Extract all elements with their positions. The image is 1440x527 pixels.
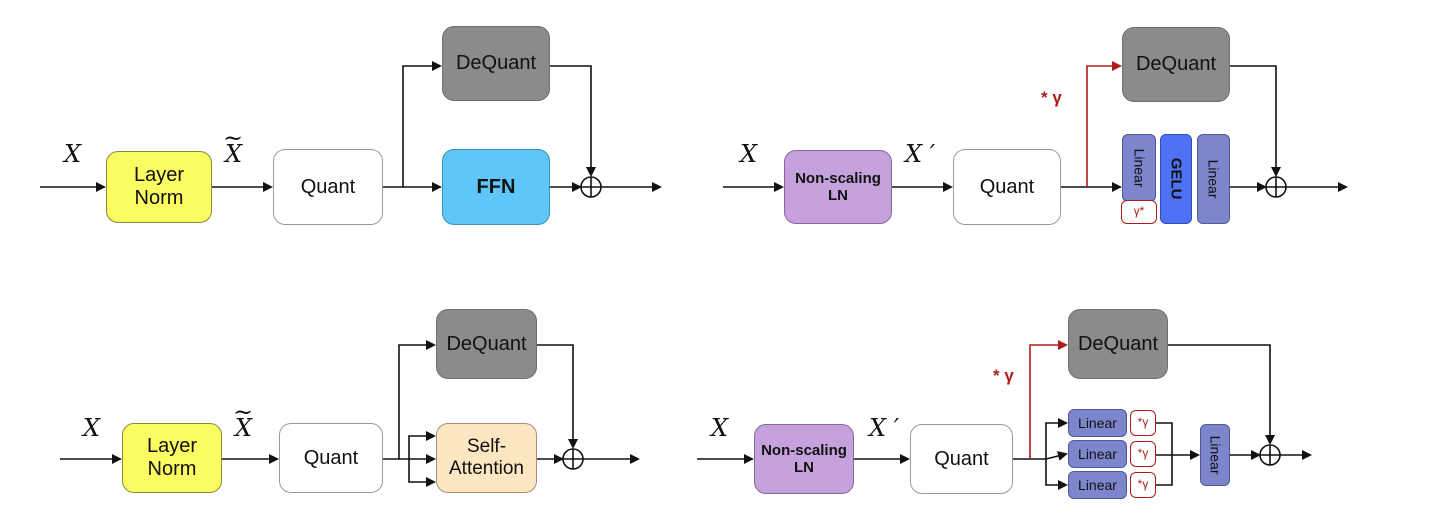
bl-quant-box: Quant xyxy=(279,423,383,493)
br-gamma-label: * γ xyxy=(993,366,1014,385)
br-linear-label: Linear xyxy=(1078,414,1117,431)
tl-dequant-label: DeQuant xyxy=(455,52,537,74)
bl-normed-label: ~X xyxy=(233,398,253,442)
bl-dequant-box: DeQuant xyxy=(436,309,537,379)
br-arrow-gamma1-out xyxy=(1156,422,1173,455)
br-out-linear-box: Linear xyxy=(1200,424,1230,486)
tr-linear1-label: Linear xyxy=(1131,148,1148,188)
bl-arrow-to-dequant xyxy=(398,340,436,459)
tr-dequant-label: DeQuant xyxy=(1135,53,1217,75)
tl-ffn-box: FFN xyxy=(442,149,550,225)
tl-layer-norm-label: Layer Norm xyxy=(133,164,185,209)
tl-arrow-to-dequant xyxy=(402,61,442,187)
tl-ffn-label: FFN xyxy=(476,175,516,198)
br-gamma-box: *γ xyxy=(1130,441,1156,467)
tr-non-scaling-ln-label: Non-scaling LN xyxy=(795,169,881,204)
bl-arrow-attn-branch-up xyxy=(408,431,436,459)
tl-normed-text: X xyxy=(225,140,243,168)
tr-gelu-label: GELU xyxy=(1167,158,1185,200)
tr-arrow-gamma-dequant xyxy=(1086,61,1122,187)
bl-self-attention-box: Self-Attention xyxy=(436,423,537,493)
br-gamma-box: *γ xyxy=(1130,410,1156,436)
tilde-mark: ~ xyxy=(233,398,254,426)
tl-quant-label: Quant xyxy=(300,175,356,198)
br-arrow-gamma3-out xyxy=(1156,455,1173,486)
tr-quant-label: Quant xyxy=(979,175,1035,198)
br-linear-box: Linear xyxy=(1068,409,1127,437)
tr-arrow-dequant-plus xyxy=(1230,65,1281,177)
tl-quant-box: Quant xyxy=(273,149,383,225)
br-linear-label: Linear xyxy=(1078,445,1117,462)
br-arrow-to-linear-1 xyxy=(1045,418,1068,459)
bl-arrow-dequant-plus xyxy=(537,344,578,449)
br-dequant-box: DeQuant xyxy=(1068,309,1168,379)
br-plus-node xyxy=(1259,444,1281,466)
tl-normed-label: ~X xyxy=(223,124,243,168)
tr-linear1-box: Linear xyxy=(1122,134,1156,202)
br-quant-box: Quant xyxy=(910,424,1013,494)
tr-quant-box: Quant xyxy=(953,149,1061,225)
br-arrow-gamma-dequant xyxy=(1029,340,1068,459)
tr-gelu-box: GELU xyxy=(1160,134,1192,224)
br-non-scaling-ln-label: Non-scaling LN xyxy=(761,441,847,476)
bl-layer-norm-label: Layer Norm xyxy=(146,435,198,480)
br-input-label: X xyxy=(711,414,729,442)
bl-self-attention-label: Self-Attention xyxy=(449,436,524,479)
tr-input-label: X xyxy=(740,140,758,168)
tilde-mark: ~ xyxy=(223,124,244,152)
br-non-scaling-ln-box: Non-scaling LN xyxy=(754,424,854,494)
tl-layer-norm-box: Layer Norm xyxy=(106,151,212,223)
br-linear-label: Linear xyxy=(1078,476,1117,493)
tl-arrow-dequant-plus xyxy=(550,65,596,177)
tr-scaled-label: X ′ xyxy=(905,140,936,168)
br-gamma-box-label: *γ xyxy=(1137,415,1149,430)
bl-quant-label: Quant xyxy=(303,446,359,469)
tl-plus-node xyxy=(580,176,602,198)
tr-linear2-label: Linear xyxy=(1205,159,1222,199)
bl-input-label: X xyxy=(83,414,101,442)
br-scaled-label: X ′ xyxy=(869,414,900,442)
br-arrow-dequant-plus xyxy=(1168,344,1275,445)
br-arrow-to-linear-3 xyxy=(1045,459,1068,490)
br-arrow-to-linear-2 xyxy=(1045,451,1068,461)
tl-input-label: X xyxy=(64,140,82,168)
br-gamma-box-label: *γ xyxy=(1137,446,1149,461)
bl-dequant-label: DeQuant xyxy=(446,332,527,355)
tr-linear2-box: Linear xyxy=(1197,134,1230,224)
br-gamma-box: *γ xyxy=(1130,472,1156,498)
tr-non-scaling-ln-box: Non-scaling LN xyxy=(784,150,892,224)
br-quant-label: Quant xyxy=(934,447,989,470)
tr-gamma-box: γ* xyxy=(1121,200,1157,224)
tl-dequant-box: DeQuant xyxy=(442,26,550,101)
br-gamma-box-label: *γ xyxy=(1137,477,1149,492)
tr-gamma-label: * γ xyxy=(1041,88,1062,107)
tr-plus-node xyxy=(1265,176,1287,198)
tr-dequant-box: DeQuant xyxy=(1122,27,1230,102)
bl-arrow-attn-branch-down xyxy=(408,459,436,487)
br-linear-box: Linear xyxy=(1068,440,1127,468)
bl-normed-text: X xyxy=(235,414,253,442)
br-out-linear-label: Linear xyxy=(1207,435,1224,475)
br-linear-box: Linear xyxy=(1068,471,1127,499)
br-dequant-label: DeQuant xyxy=(1077,332,1159,355)
bl-layer-norm-box: Layer Norm xyxy=(122,423,222,493)
bl-plus-node xyxy=(562,448,584,470)
tr-gamma-box-label: γ* xyxy=(1133,204,1145,219)
